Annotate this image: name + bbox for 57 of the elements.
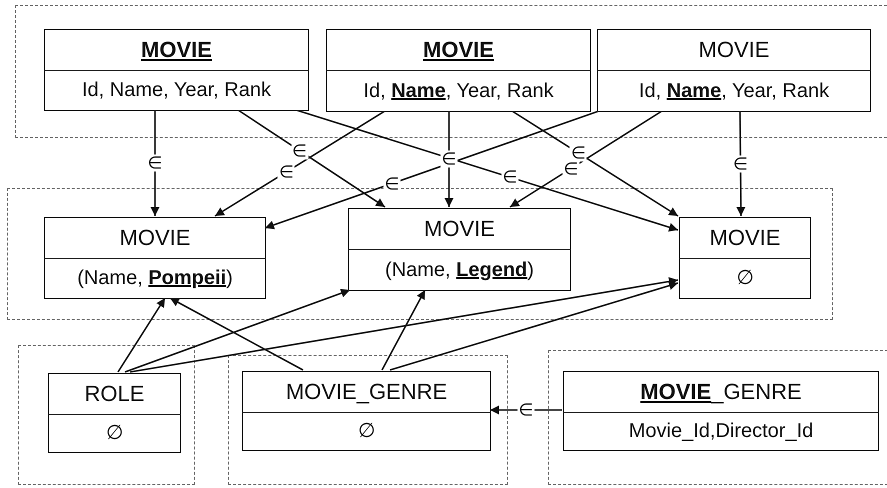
arrow bbox=[124, 288, 350, 373]
group-frame bbox=[7, 188, 833, 320]
entity-attributes: Movie_Id,Director_Id bbox=[628, 419, 814, 444]
arrow bbox=[510, 110, 662, 208]
entity-name: MOVIE bbox=[680, 218, 810, 259]
entity-box bbox=[679, 217, 811, 299]
entity-attributes: Id, Name, Year, Rank bbox=[638, 79, 830, 104]
arrow bbox=[150, 110, 160, 216]
entity-name: MOVIE bbox=[45, 30, 308, 71]
entity-box bbox=[242, 371, 491, 451]
entity-attributes: ∅ bbox=[736, 266, 754, 291]
entity-attributes: Id, Name, Year, Rank bbox=[80, 78, 272, 103]
entity-box bbox=[44, 217, 266, 299]
group-frame bbox=[228, 355, 508, 485]
edge-label: ∈ bbox=[146, 154, 164, 172]
entity-box bbox=[44, 29, 309, 111]
entity-box bbox=[348, 208, 571, 291]
arrow bbox=[444, 111, 454, 207]
entity-attributes: Id, Name, Year, Rank bbox=[362, 79, 555, 104]
group-frame bbox=[18, 345, 195, 485]
group-frame bbox=[15, 5, 887, 138]
entity-name: ROLE bbox=[49, 374, 180, 415]
edge-label: ∈ bbox=[570, 144, 587, 162]
entity-name: MOVIE_GENRE bbox=[564, 372, 878, 413]
entity-name: MOVIE_GENRE bbox=[243, 372, 490, 413]
entity-attributes: ∅ bbox=[105, 421, 124, 446]
arrow bbox=[390, 281, 678, 371]
arrow bbox=[736, 111, 746, 216]
edge-label: ∈ bbox=[732, 155, 749, 172]
entity-box bbox=[48, 373, 181, 453]
edge-label: ∈ bbox=[291, 142, 308, 160]
entity-attributes: (Name, Legend) bbox=[384, 258, 535, 283]
entity-attributes: ∅ bbox=[357, 419, 376, 444]
group-frame bbox=[548, 350, 887, 485]
entity-box bbox=[597, 29, 871, 112]
arrow bbox=[238, 109, 386, 208]
arrow bbox=[214, 110, 386, 217]
arrow bbox=[170, 297, 304, 371]
edge-label: ∈ bbox=[440, 150, 458, 168]
arrow bbox=[296, 109, 678, 232]
edge-label: ∈ bbox=[501, 168, 518, 186]
arrow bbox=[381, 290, 426, 370]
edge-label: ∈ bbox=[383, 175, 400, 192]
arrow bbox=[117, 298, 166, 372]
entity-name: MOVIE bbox=[598, 30, 870, 71]
entity-box bbox=[326, 29, 591, 112]
entity-box bbox=[563, 371, 879, 451]
edge-label: ∈ bbox=[518, 402, 534, 418]
entity-name: MOVIE bbox=[45, 218, 265, 259]
edge-label: ∈ bbox=[562, 160, 580, 178]
edge-label: ∈ bbox=[278, 163, 295, 180]
entity-name: MOVIE bbox=[327, 30, 590, 71]
arrow bbox=[264, 110, 600, 230]
entity-name: MOVIE bbox=[349, 209, 570, 250]
arrow bbox=[512, 110, 678, 217]
entity-attributes: (Name, Pompeii) bbox=[76, 266, 234, 291]
arrow bbox=[130, 277, 678, 373]
